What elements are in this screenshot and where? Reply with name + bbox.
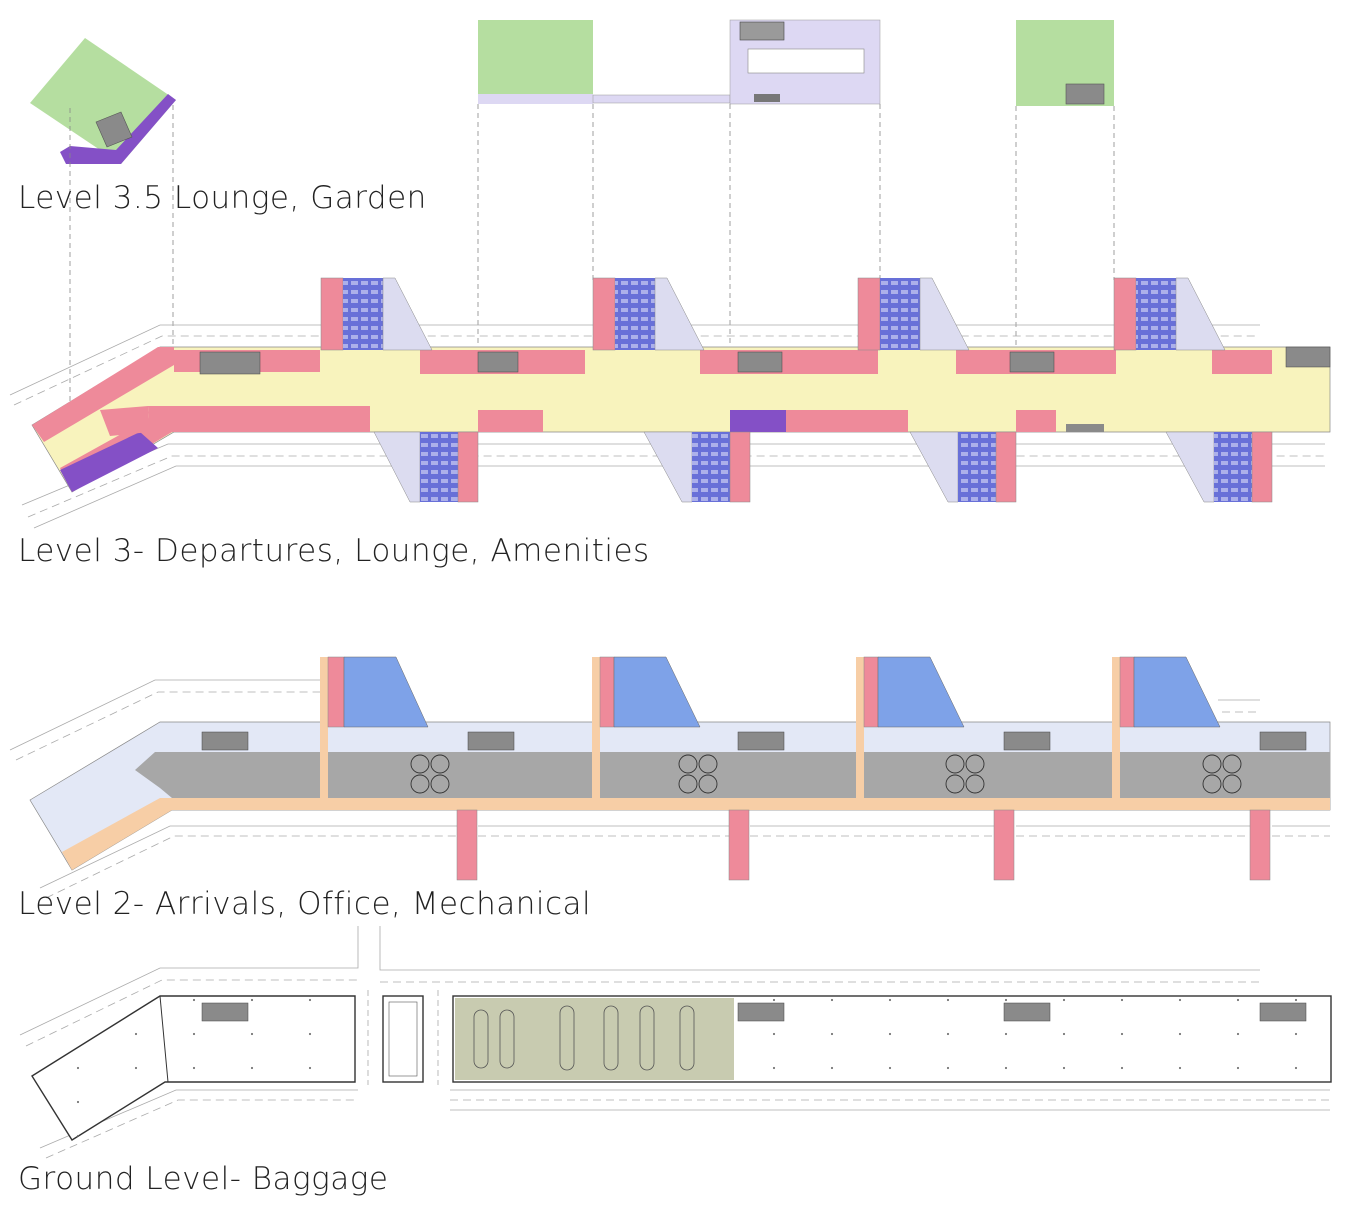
- rotated-garden-block: [30, 38, 176, 164]
- cores-l2: [201, 731, 1307, 751]
- garden-area-2: [478, 20, 593, 96]
- purple-retail-angled: [60, 432, 158, 492]
- restroom-core-4: [1285, 346, 1331, 368]
- upper-gate-3: [857, 277, 970, 351]
- baggage-stair-block: [382, 995, 424, 1083]
- restroom-core-5: [477, 351, 519, 373]
- baggage-carousels: [473, 1005, 695, 1071]
- pink-wedge: [100, 406, 150, 436]
- restroom-core-2: [737, 351, 783, 373]
- roadway-lines-g: [19, 926, 1330, 1159]
- restroom-core-1: [199, 351, 261, 375]
- amenity-band-angled: [32, 347, 174, 442]
- purple-retail-2: [730, 410, 786, 432]
- level-3-5-plan: [30, 19, 1114, 164]
- amenity-band-bottom: [148, 406, 370, 432]
- lower-stairs-l2: [456, 809, 1271, 881]
- lower-gate-1: [373, 431, 479, 503]
- ground-level-title: Ground Level- Baggage: [18, 1161, 389, 1197]
- purple-edge: [60, 94, 176, 164]
- connecting-walkway: [592, 94, 731, 104]
- level-3-title: Level 3- Departures, Lounge, Amenities: [18, 533, 650, 569]
- corridor-band: [62, 798, 1330, 870]
- alignment-lines: [69, 104, 1115, 485]
- upper-gate-4: [1113, 277, 1226, 351]
- level-2-plan: [9, 656, 1331, 899]
- corridor-vertical-4: [1112, 657, 1120, 807]
- upper-gate-2: [592, 277, 705, 351]
- amenity-band-3: [700, 350, 878, 374]
- core-icon-l3-low: [1066, 424, 1104, 432]
- baggage-claim-area: [455, 998, 734, 1080]
- amenity-band-8: [1016, 410, 1056, 432]
- lower-gate-2: [643, 431, 751, 503]
- lounge-core-icon: [739, 21, 785, 41]
- restroom-core-3: [1009, 351, 1055, 373]
- upper-gate-1: [320, 277, 433, 351]
- level-2-title: Level 2- Arrivals, Office, Mechanical: [18, 886, 592, 922]
- lounge-void: [747, 48, 865, 74]
- level-3-plan: [9, 277, 1331, 529]
- lounge-core: [95, 111, 133, 148]
- mechanical-tanks: [410, 754, 1242, 794]
- corridor-vertical-2: [592, 657, 600, 807]
- corridor-vertical-3: [856, 657, 864, 807]
- corridor-vertical-1: [320, 657, 328, 807]
- mechanical-zone: [135, 752, 1330, 798]
- cores-ground: [201, 1002, 1307, 1022]
- amenity-band-6: [478, 410, 543, 432]
- roadway-lines-l2: [9, 679, 1330, 899]
- lower-gate-3: [909, 431, 1017, 503]
- lower-gate-piers: [373, 431, 1273, 503]
- amenity-band-5: [1212, 350, 1272, 374]
- lounge-stair-icon: [754, 94, 780, 102]
- ground-level-plan: [19, 926, 1332, 1159]
- garden-core-icon: [1065, 83, 1105, 105]
- lower-gate-4: [1165, 431, 1273, 503]
- level-3-5-title: Level 3.5 Lounge, Garden: [18, 180, 427, 216]
- upper-gate-piers: [320, 277, 1226, 351]
- lounge-strip-2: [478, 94, 593, 104]
- upper-offices: [327, 656, 1221, 728]
